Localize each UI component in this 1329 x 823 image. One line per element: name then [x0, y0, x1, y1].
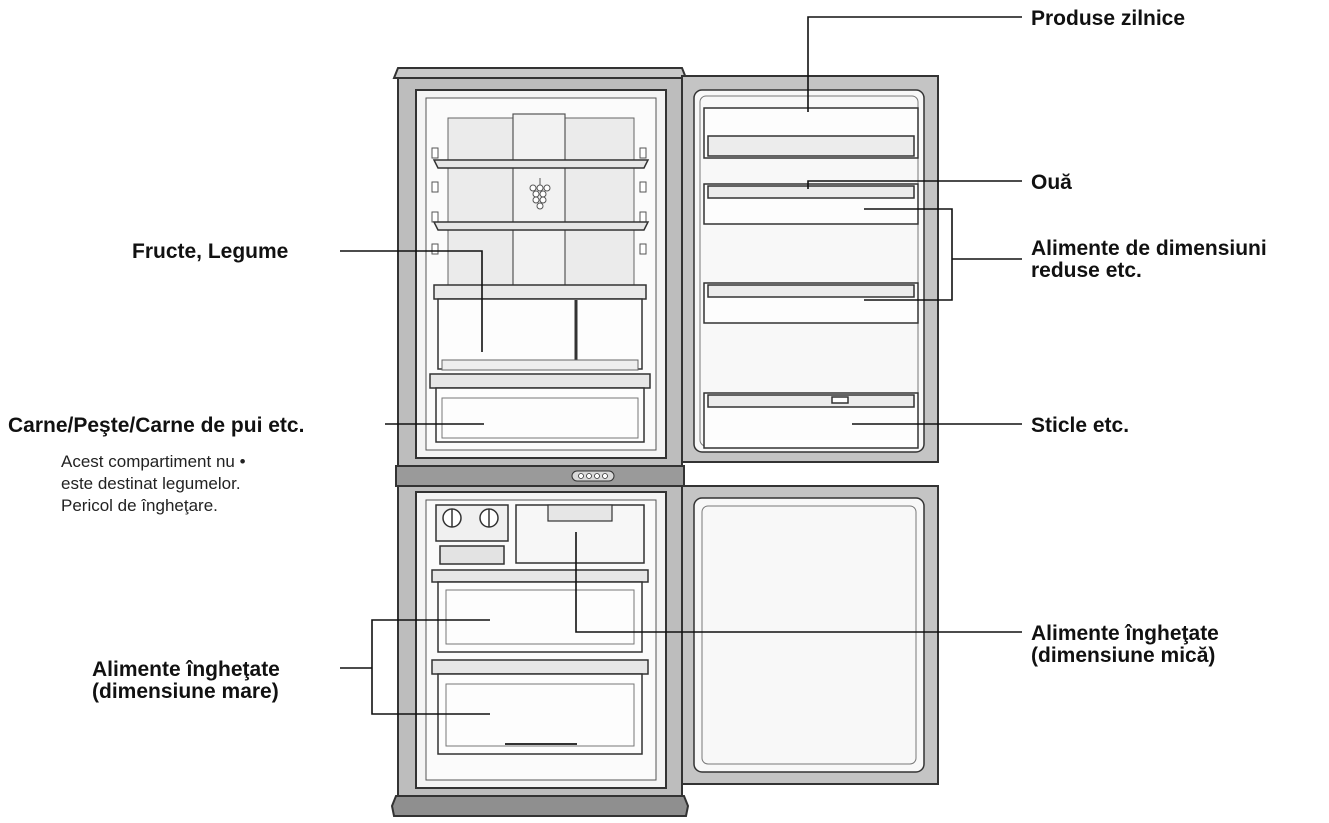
leader-lines — [340, 16, 1022, 715]
freezer-drawer-lower — [431, 659, 649, 755]
label-frozen-small-line1: Alimente îngheţate — [1031, 622, 1219, 645]
freezer-drawer-upper — [431, 569, 649, 653]
label-small-foods-line1: Alimente de dimensiuni — [1031, 237, 1267, 260]
note-line3: Pericol de îngheţare. — [61, 496, 218, 515]
label-frozen-small-line2: (dimensiune mică) — [1031, 644, 1215, 667]
upper-shelf — [432, 159, 650, 169]
control-panel — [395, 465, 685, 487]
fridge-door — [681, 75, 939, 463]
grape-icon — [529, 178, 551, 210]
label-frozen-large-line2: (dimensiune mare) — [92, 680, 279, 703]
meat-drawer — [429, 373, 651, 443]
ice-maker — [435, 504, 509, 565]
label-bottles: Sticle etc. — [1031, 414, 1129, 437]
label-small-foods-line2: reduse etc. — [1031, 259, 1142, 282]
label-daily-products: Produse zilnice — [1031, 7, 1185, 30]
small-freezer-box — [515, 504, 645, 564]
label-fruits-vegetables: Fructe, Legume — [132, 240, 288, 263]
note-line2: este destinat legumelor. — [61, 474, 241, 493]
label-meat-fish: Carne/Peşte/Carne de pui etc. — [8, 414, 304, 437]
fridge-base — [390, 795, 690, 817]
label-frozen-large-line1: Alimente îngheţate — [92, 658, 280, 681]
freezer-door — [681, 485, 939, 785]
middle-shelf — [432, 221, 650, 231]
vegetable-drawer — [433, 284, 647, 371]
fridge-cabinet — [390, 67, 690, 817]
label-eggs: Ouă — [1031, 171, 1072, 194]
note-line1: Acest compartiment nu • — [61, 452, 246, 471]
